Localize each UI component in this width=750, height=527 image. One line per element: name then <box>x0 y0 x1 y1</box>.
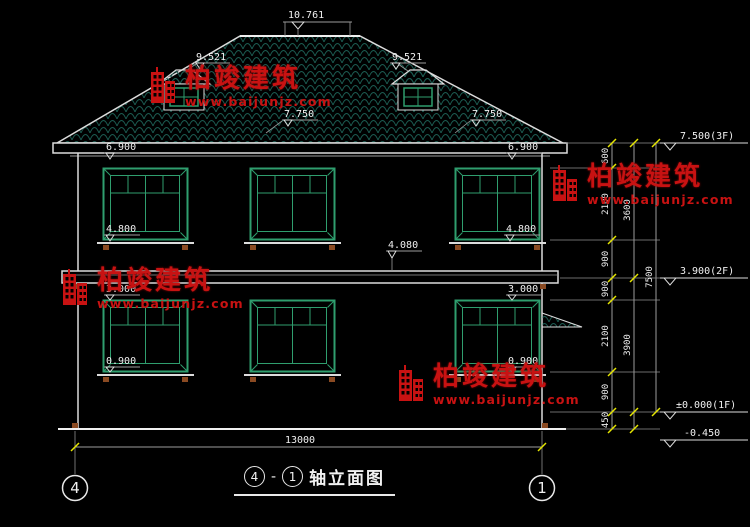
watermark-url: www.baijunjz.com <box>185 94 332 110</box>
side-canopy <box>541 312 583 328</box>
window-1f-2 <box>249 299 336 373</box>
label-f2-sill-right: 4.800 <box>506 224 536 235</box>
level-flags <box>660 142 748 448</box>
dim-value: 2100 <box>601 193 611 215</box>
label-roof-right: 7.750 <box>472 109 502 120</box>
level-flag-3f: 7.500(3F) <box>680 131 734 142</box>
watermark: 柏竣建筑 www.baijunjz.com <box>60 266 244 312</box>
sill-1f-2 <box>243 374 342 383</box>
dim-value: 3900 <box>623 334 633 356</box>
dim-value: 2100 <box>601 325 611 347</box>
sill-2f-2 <box>243 242 342 251</box>
dim-value-total: 7500 <box>645 266 655 288</box>
watermark-brand: 柏竣建筑 <box>185 64 302 94</box>
ground <box>58 423 566 430</box>
watermark: 柏竣建筑 www.baijunjz.com <box>550 162 734 208</box>
watermark-url: www.baijunjz.com <box>587 192 734 208</box>
right-dim-values: 600 2100 900 900 2100 900 450 3600 3900 … <box>601 148 655 428</box>
window-2f-2 <box>249 167 336 241</box>
dim-value: 900 <box>601 251 611 267</box>
watermark-brand: 柏竣建筑 <box>433 362 550 392</box>
dim-value: 3600 <box>623 199 633 221</box>
label-f1-sill-right: 0.900 <box>508 356 538 367</box>
drawing-title: 4 - 1 轴立面图 <box>234 464 396 496</box>
label-canopy: 4.080 <box>388 240 418 251</box>
dim-value: 900 <box>601 281 611 297</box>
label-f1-sill-left: 0.900 <box>106 356 136 367</box>
axis-number-right: 1 <box>537 479 547 497</box>
watermark-logo-icon <box>399 365 423 401</box>
level-flag-ground: -0.450 <box>684 428 720 439</box>
watermark-logo-icon <box>553 165 577 201</box>
watermark-logo-icon <box>151 67 175 103</box>
watermark: 柏竣建筑 www.baijunjz.com <box>396 362 580 408</box>
ridge-elevation-marker: 10.761 <box>283 10 352 36</box>
dim-value: 900 <box>601 384 611 400</box>
windows-2f <box>96 167 547 251</box>
watermark: 柏竣建筑 www.baijunjz.com <box>148 64 332 110</box>
dim-value: 450 <box>601 412 611 428</box>
bottom-dimension: 13000 <box>70 431 547 474</box>
axis-bubble-right: 1 <box>528 474 556 502</box>
level-flag-1f: ±0.000(1F) <box>676 400 736 411</box>
dim-overall-width: 13000 <box>285 435 315 446</box>
title-text: 轴立面图 <box>309 469 386 489</box>
sill-2f-3 <box>448 242 547 251</box>
label-roof-left: 7.750 <box>284 109 314 120</box>
dim-value: 600 <box>601 148 611 164</box>
watermark-logo-icon <box>63 269 87 305</box>
sill-1f-1 <box>96 374 195 383</box>
label-dormer-left: 9.521 <box>196 52 226 63</box>
title-axis-right-bubble: 1 <box>282 466 304 487</box>
label-f2-head-left: 6.900 <box>106 142 136 153</box>
right-dim-ticks <box>607 138 661 434</box>
watermark-url: www.baijunjz.com <box>433 392 580 408</box>
watermark-brand: 柏竣建筑 <box>97 266 214 296</box>
label-f2-head-right: 6.900 <box>508 142 538 153</box>
axis-bubble-left: 4 <box>61 474 89 502</box>
label-f1-head-right: 3.000 <box>508 284 538 295</box>
level-flag-2f: 3.900(2F) <box>680 266 734 277</box>
facade-labels: 9.521 9.521 7.750 7.750 6.900 6.900 4.80… <box>104 52 542 373</box>
right-dim-chain-lines <box>611 143 657 429</box>
sill-2f-1 <box>96 242 195 251</box>
label-f2-sill-left: 4.800 <box>106 224 136 235</box>
axis-number-left: 4 <box>70 479 80 497</box>
watermark-url: www.baijunjz.com <box>97 296 244 312</box>
label-f1-head-left: 3.000 <box>106 284 136 295</box>
title-separator: - <box>271 468 277 485</box>
title-axis-left-bubble: 4 <box>244 466 265 487</box>
watermark-brand: 柏竣建筑 <box>587 162 704 192</box>
label-ridge: 10.761 <box>288 10 324 21</box>
label-dormer-right: 9.521 <box>392 52 422 63</box>
